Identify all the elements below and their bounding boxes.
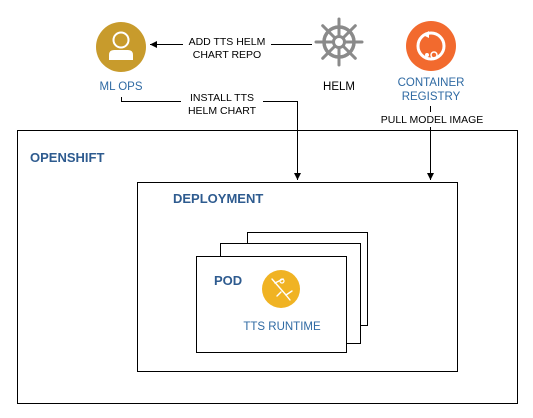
runtime-pen-icon xyxy=(262,270,300,308)
pod-label: POD xyxy=(214,273,242,288)
registry-icon xyxy=(406,21,456,71)
helm-label: HELM xyxy=(323,81,355,93)
edge-label-helm-line2: CHART REPO xyxy=(193,49,261,61)
edge-label-helm-line1: ADD TTS HELM xyxy=(189,36,266,48)
deployment-label: DEPLOYMENT xyxy=(173,191,263,206)
edge-label-bg-helm xyxy=(183,36,271,64)
user-icon xyxy=(96,22,146,72)
ml-ops-label: ML OPS xyxy=(99,81,142,93)
edge-label-pull: PULL MODEL IMAGE xyxy=(381,114,484,126)
edge-label-install-line2: HELM CHART xyxy=(188,105,257,117)
container-registry-label-line1: CONTAINER xyxy=(398,77,465,89)
container-registry-label-line2: REGISTRY xyxy=(402,91,461,103)
openshift-label: OPENSHIFT xyxy=(30,150,104,165)
edge-label-bg-pull xyxy=(376,112,488,127)
tts-runtime-label: TTS RUNTIME xyxy=(243,321,321,333)
edge-label-bg-install xyxy=(181,91,263,118)
helm-wheel-icon xyxy=(314,17,364,67)
edge-label-install-line1: INSTALL TTS xyxy=(190,92,254,104)
